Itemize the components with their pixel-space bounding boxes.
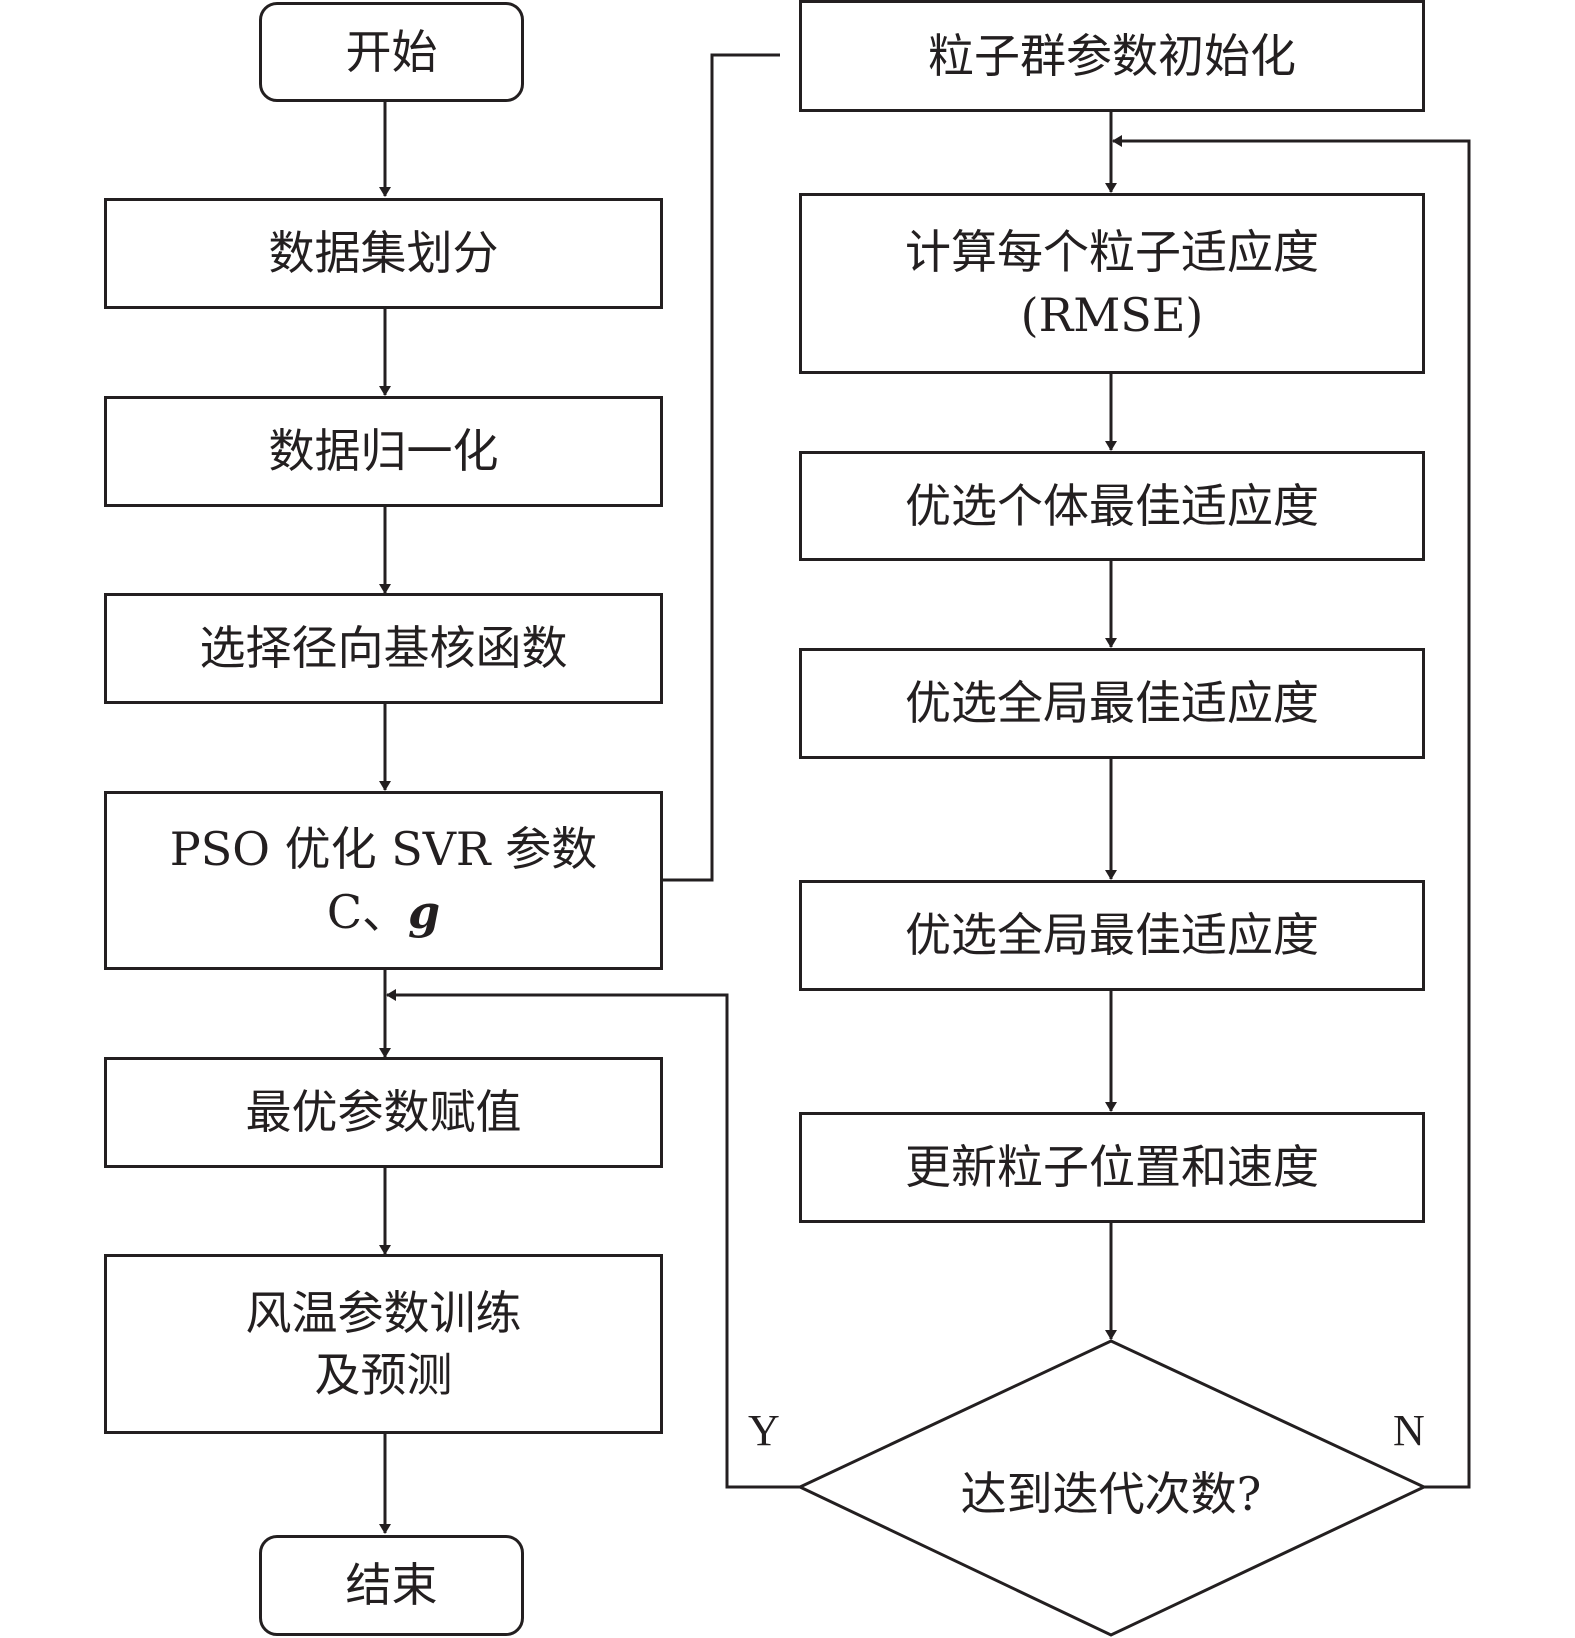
- start-label: 开始: [345, 24, 438, 79]
- step-global-best-2: 优选全局最佳适应度: [799, 880, 1425, 991]
- step-assign-params-label: 最优参数赋值: [245, 1085, 522, 1140]
- step-swarm-init: 粒子群参数初始化: [799, 0, 1425, 112]
- step-assign-params: 最优参数赋值: [104, 1057, 663, 1168]
- step-global-best-1: 优选全局最佳适应度: [799, 648, 1425, 759]
- step-normalize-label: 数据归一化: [268, 424, 499, 479]
- end-terminal: 结束: [259, 1535, 524, 1636]
- step-pso-optimize-line1: PSO 优化 SVR 参数: [169, 822, 598, 877]
- step-global-best-1-label: 优选全局最佳适应度: [905, 676, 1319, 731]
- step-pso-optimize-line2: C、g: [327, 881, 440, 943]
- step-dataset-split: 数据集划分: [104, 198, 663, 309]
- step-compute-fitness-line1: 计算每个粒子适应度: [905, 225, 1319, 280]
- yes-label: Y: [748, 1406, 780, 1455]
- connector-yes-loop: [386, 989, 800, 1489]
- step-swarm-init-label: 粒子群参数初始化: [928, 28, 1296, 83]
- step-update-particles: 更新粒子位置和速度: [799, 1112, 1425, 1223]
- step-global-best-2-label: 优选全局最佳适应度: [905, 908, 1319, 963]
- decision-diamond: [796, 1339, 1428, 1637]
- step-compute-fitness-line2: (RMSE): [1020, 287, 1204, 342]
- start-terminal: 开始: [259, 2, 524, 102]
- step-train-predict-line2: 及预测: [314, 1348, 453, 1402]
- step-normalize: 数据归一化: [104, 396, 663, 507]
- no-label: N: [1393, 1406, 1425, 1455]
- param-c: C、: [326, 884, 409, 939]
- step-pso-optimize: PSO 优化 SVR 参数 C、g: [104, 791, 663, 970]
- step-compute-fitness: 计算每个粒子适应度 (RMSE): [799, 193, 1425, 374]
- step-update-particles-label: 更新粒子位置和速度: [905, 1140, 1319, 1195]
- connector-no-loop: [1112, 135, 1471, 1489]
- param-g: g: [408, 884, 441, 939]
- decision-label: 达到迭代次数?: [960, 1467, 1262, 1521]
- step-train-predict-line1: 风温参数训练: [245, 1285, 522, 1340]
- step-dataset-split-label: 数据集划分: [268, 226, 499, 281]
- step-personal-best-label: 优选个体最佳适应度: [905, 478, 1319, 533]
- step-personal-best: 优选个体最佳适应度: [799, 451, 1425, 561]
- connector-pso-to-init: [662, 53, 780, 882]
- step-kernel-select-label: 选择径向基核函数: [199, 621, 568, 676]
- end-label: 结束: [345, 1558, 438, 1613]
- step-kernel-select: 选择径向基核函数: [104, 593, 663, 704]
- step-train-predict: 风温参数训练 及预测: [104, 1254, 663, 1434]
